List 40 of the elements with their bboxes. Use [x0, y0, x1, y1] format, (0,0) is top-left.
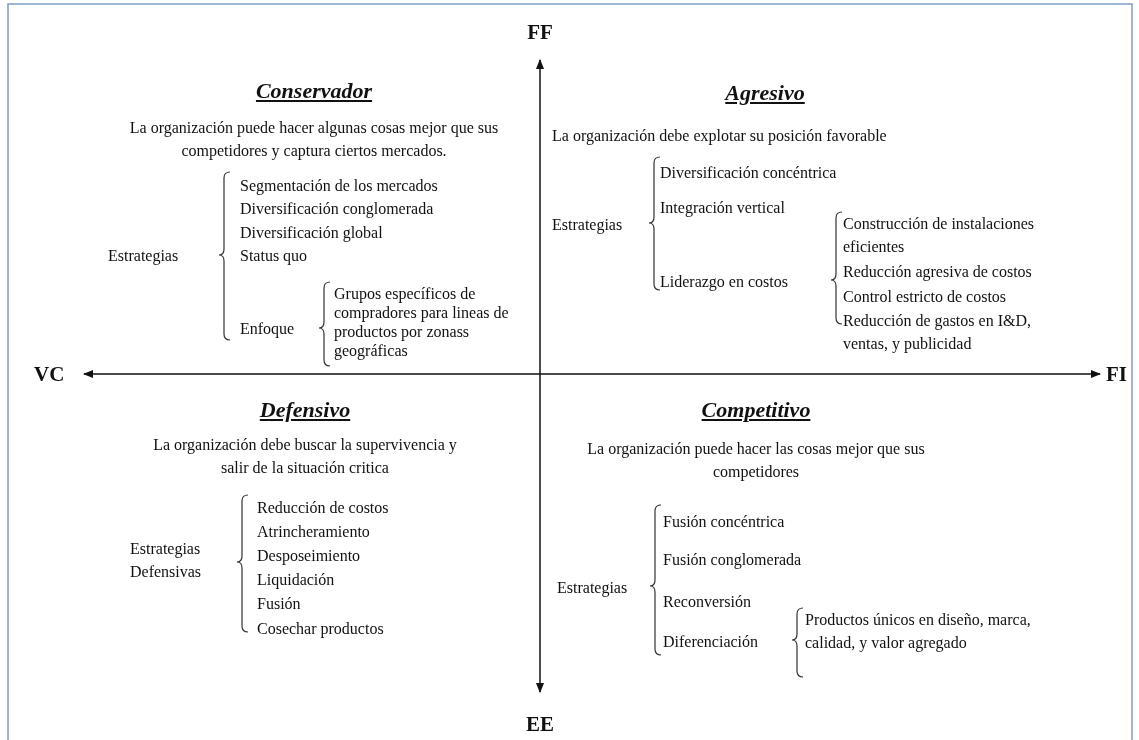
strategy-label: Estrategias [552, 215, 623, 236]
strategy-detail: Reducción agresiva de costos [843, 262, 1032, 283]
strategy-label: Estrategias Defensivas [130, 539, 203, 582]
description-text: La organización debe buscar la supervivencia y salir de la situación critica [152, 435, 458, 478]
strategy-item: Liderazgo en costos [660, 272, 788, 293]
strategy-item: Status quo [240, 246, 308, 267]
strategy-item: Fusión conglomerada [663, 550, 802, 571]
quadrant-title: Competitivo [701, 397, 811, 423]
strategy-item: Liquidación [257, 570, 335, 591]
strategy-item: Diversificación concéntrica [660, 163, 837, 183]
strategy-item: Enfoque [240, 319, 295, 340]
description-text: La organización debe explotar su posición favorable [552, 126, 887, 147]
quadrant-title: Agresivo [725, 80, 805, 106]
strategy-item: Diversificación conglomerada [240, 199, 434, 220]
strategy-detail: Reducción de gastos en I&D, ventas, y publicidad [843, 311, 1032, 355]
strategy-item: Fusión concéntrica [663, 512, 785, 532]
strategy-item: Cosechar productos [257, 619, 384, 640]
description-text: La organización puede hacer algunas cosas mejor que sus competidores y captura ciertos mercados. [128, 118, 500, 162]
quadrant-title: Defensivo [259, 397, 351, 423]
axis-label: EE [526, 712, 554, 736]
strategy-item: Reconversión [663, 592, 751, 612]
strategy-item: Fusión [257, 594, 301, 614]
strategy-label: Estrategias [108, 246, 179, 267]
strategy-detail: Productos únicos en diseño, marca, calidad, y valor agregado [805, 610, 1032, 654]
strategy-item: Atrincheramiento [257, 522, 370, 542]
axis-label: FI [1106, 362, 1127, 386]
strategy-item: Diferenciación [663, 632, 759, 652]
strategy-item: Reducción de costos [257, 498, 389, 518]
strategy-item: Integración vertical [660, 198, 785, 219]
strategy-label: Estrategias [557, 578, 628, 599]
strategy-item: Diversificación global [240, 223, 383, 244]
quadrant-title: Conservador [255, 78, 373, 104]
strategy-detail: Control estricto de costos [843, 287, 1007, 307]
axis-label: VC [34, 362, 65, 386]
strategy-detail: Construcción de instalaciones eficientes [843, 214, 1036, 257]
description-text: La organización puede hacer las cosas mejor que sus competidores [586, 439, 926, 483]
strategy-item: Segmentación de los mercados [240, 176, 438, 197]
axis-label: FF [527, 20, 553, 44]
strategy-item: Desposeimiento [257, 546, 361, 567]
strategy-detail: Grupos específicos de compradores para lineas de productos por zonass geográficas [334, 284, 510, 360]
